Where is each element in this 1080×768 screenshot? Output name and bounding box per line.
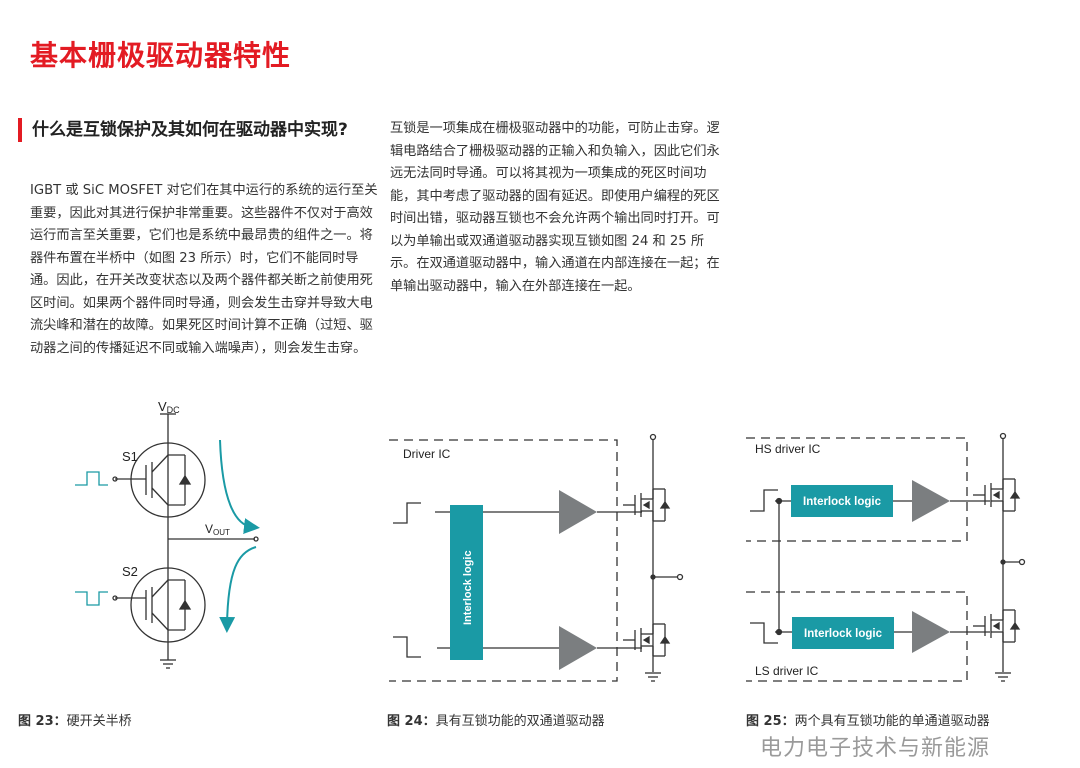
svg-text:LS driver IC: LS driver IC (755, 664, 819, 678)
svg-text:Interlock logic: Interlock logic (804, 628, 883, 640)
svg-text:VDC: VDC (158, 399, 180, 415)
watermark: 电力电子技术与新能源 (760, 736, 991, 761)
page-title: 基本栅极驱动器特性 (30, 39, 292, 72)
figure-25-single-channel-drivers: HS driver IC LS driver IC Interlock logi… (746, 432, 1026, 682)
right-paragraph: 互锁是一项集成在栅极驱动器中的功能，可防止击穿。逻辑电路结合了栅极驱动器的正输入… (390, 121, 720, 294)
figure-25-caption: 图 25：两个具有互锁功能的单通道驱动器 (746, 714, 990, 729)
svg-text:Driver IC: Driver IC (403, 447, 451, 461)
figure-24-dual-channel-driver: Driver IC Interlock logic (389, 433, 684, 682)
figure-24-caption: 图 24：具有互锁功能的双通道驱动器 (387, 714, 605, 729)
figure-23-caption: 图 23：硬开关半桥 (18, 714, 132, 729)
svg-text:Interlock logic: Interlock logic (462, 550, 474, 625)
current-arrow-icon (219, 546, 257, 633)
svg-text:VOUT: VOUT (205, 522, 230, 537)
svg-text:S2: S2 (122, 564, 138, 579)
figures: VDC S1 S2 VOUT Driver IC Interlock logic… (75, 399, 1026, 682)
svg-text:S1: S1 (122, 449, 138, 464)
s2-igbt (112, 579, 192, 631)
figure-23-half-bridge: VDC S1 S2 VOUT (75, 399, 260, 669)
section-heading: 什么是互锁保护及其如何在驱动器中实现? (18, 118, 352, 142)
svg-text:Interlock logic: Interlock logic (803, 496, 882, 508)
current-arrow-icon (219, 439, 260, 534)
s1-igbt (112, 454, 192, 506)
svg-text:HS driver IC: HS driver IC (755, 442, 821, 456)
left-paragraph: IGBT 或 SiC MOSFET 对它们在其中运行的系统的运行至关重要，因此对… (30, 183, 378, 356)
